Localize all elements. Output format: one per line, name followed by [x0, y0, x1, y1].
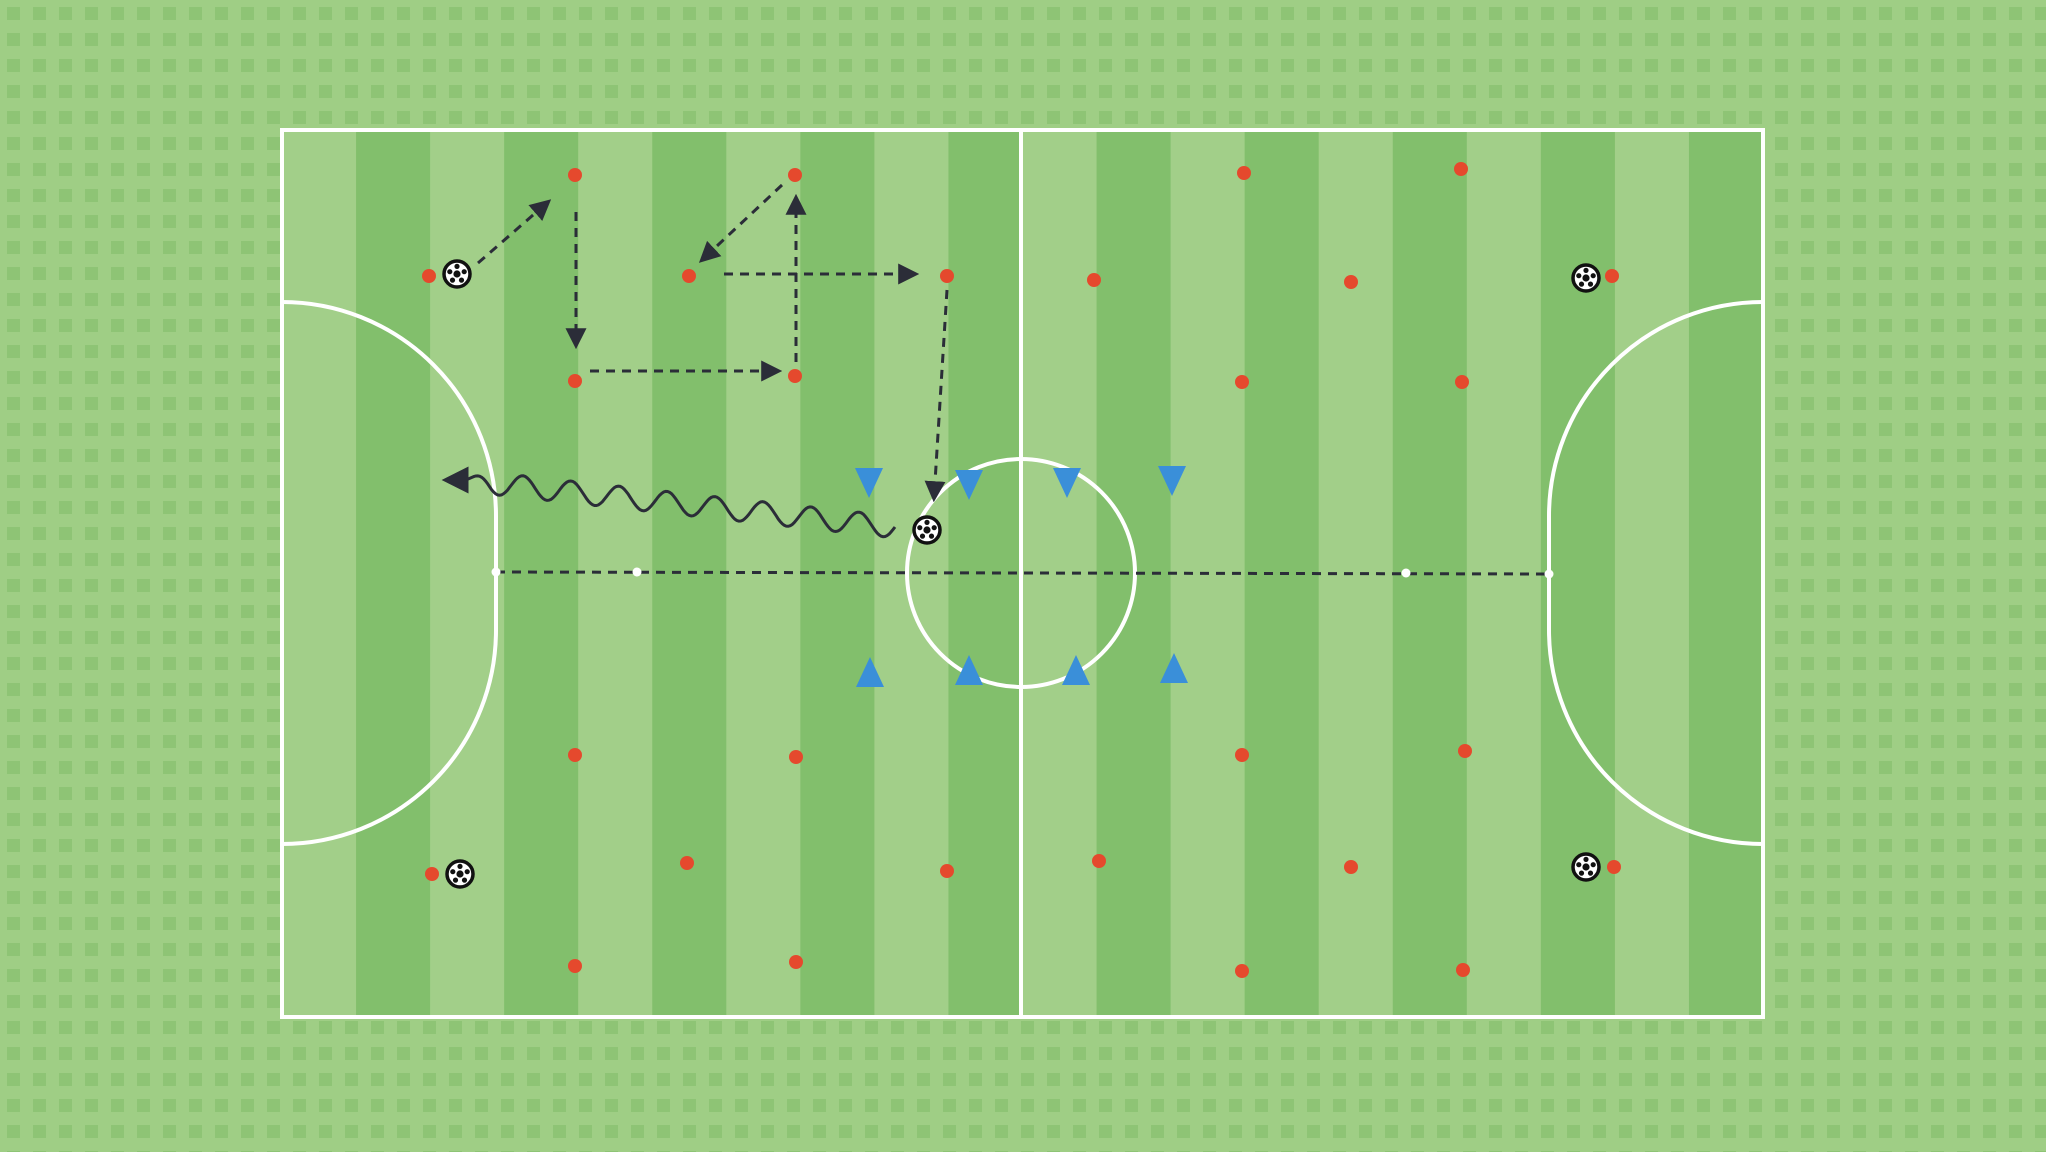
triangle-marker-icon: [855, 468, 883, 498]
cone-dot-icon: [1092, 854, 1106, 868]
cone-dot-icon: [1458, 744, 1472, 758]
triangle-marker-icon: [1053, 468, 1081, 498]
left-penalty-spot: [632, 567, 642, 577]
player-markers: [855, 466, 1188, 687]
cone-dot-icon: [1454, 162, 1468, 176]
pitch-stripe: [1688, 130, 1764, 1017]
cone-dot-icon: [425, 867, 439, 881]
balls: [442, 259, 1601, 889]
cone-dot-icon: [1605, 269, 1619, 283]
triangle-marker-icon: [1160, 653, 1188, 683]
triangle-marker-icon: [1062, 655, 1090, 685]
pass-arrow: [698, 183, 784, 263]
passing-arrows: [477, 183, 949, 503]
soccer-ball-icon: [442, 259, 472, 289]
cone-dot-icon: [788, 369, 802, 383]
pitch-stripe: [356, 130, 431, 1017]
cone-dot-icon: [789, 955, 803, 969]
soccer-ball-icon: [445, 859, 475, 889]
soccer-ball-icon: [1571, 852, 1601, 882]
cone-dot-icon: [940, 269, 954, 283]
cone-dot-icon: [1344, 860, 1358, 874]
pass-arrow: [924, 289, 949, 503]
right-spot: [1544, 569, 1554, 579]
cone-dot-icon: [1607, 860, 1621, 874]
cone-dot-icon: [680, 856, 694, 870]
pitch-stripe: [1614, 130, 1690, 1017]
pitch-stripe: [282, 130, 357, 1017]
cone-dot-icon: [1087, 273, 1101, 287]
cone-dot-icon: [568, 168, 582, 182]
left-spot: [491, 567, 501, 577]
triangle-marker-icon: [955, 470, 983, 500]
soccer-ball-icon: [1571, 263, 1601, 293]
triangle-marker-icon: [856, 657, 884, 687]
right-penalty-spot: [1401, 568, 1411, 578]
cone-dot-icon: [422, 269, 436, 283]
cone-dot-icon: [568, 959, 582, 973]
cone-dot-icon: [682, 269, 696, 283]
cones: [422, 162, 1621, 978]
centre-circle: [905, 457, 1137, 689]
dribble-arrow: [441, 466, 897, 539]
cone-dot-icon: [1237, 166, 1251, 180]
triangle-marker-icon: [955, 655, 983, 685]
cone-dot-icon: [1235, 375, 1249, 389]
cone-dot-icon: [568, 748, 582, 762]
cone-dot-icon: [1344, 275, 1358, 289]
centre-axis-dashed: [491, 567, 1554, 579]
cone-dot-icon: [789, 750, 803, 764]
cone-dot-icon: [1455, 375, 1469, 389]
cone-dot-icon: [1456, 963, 1470, 977]
cone-dot-icon: [940, 864, 954, 878]
cone-dot-icon: [1235, 964, 1249, 978]
cone-dot-icon: [1235, 748, 1249, 762]
triangle-marker-icon: [1158, 466, 1186, 496]
cone-dot-icon: [788, 168, 802, 182]
soccer-ball-icon: [912, 515, 942, 545]
cone-dot-icon: [568, 374, 582, 388]
